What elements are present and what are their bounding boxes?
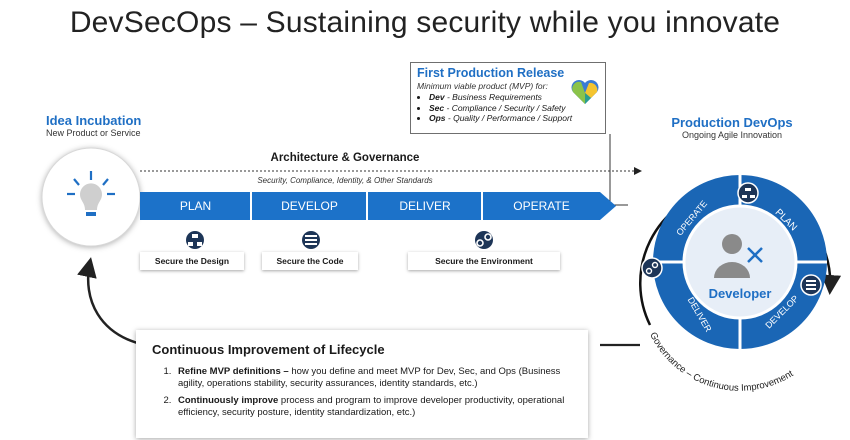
production-devops-subtitle: Ongoing Agile Innovation bbox=[681, 130, 783, 140]
architecture-label: Architecture & Governance bbox=[200, 152, 490, 164]
mvp-item-ops: Ops - Quality / Performance / Support bbox=[429, 113, 599, 124]
mvp-item-dev: Dev - Business Requirements bbox=[429, 92, 599, 103]
return-arrow bbox=[77, 257, 146, 347]
secure-environment-box: Secure the Environment bbox=[408, 252, 560, 270]
first-release-title: First Production Release bbox=[417, 66, 565, 80]
idea-incubation-subtitle: New Product or Service bbox=[46, 128, 141, 138]
phase-develop: DEVELOP bbox=[281, 199, 338, 213]
page-title: DevSecOps – Sustaining security while yo… bbox=[69, 6, 781, 39]
architecture-subtitle: Security, Compliance, Identity, & Other … bbox=[257, 176, 433, 185]
mvp-intro: Minimum viable product (MVP) for: bbox=[417, 81, 548, 91]
environment-icon bbox=[475, 231, 493, 249]
improvement-item: Refine MVP definitions – how you define … bbox=[174, 366, 574, 389]
phase-arrow-bar bbox=[140, 192, 616, 220]
developer-circle bbox=[682, 204, 798, 320]
developer-icon bbox=[714, 234, 763, 278]
mvp-item-sec: Sec - Compliance / Security / Safety bbox=[429, 103, 599, 114]
operate-ring-icon bbox=[641, 257, 663, 279]
mvp-list: Dev - Business Requirements Sec - Compli… bbox=[417, 92, 599, 124]
phase-deliver: DELIVER bbox=[399, 199, 451, 213]
improvement-list: Refine MVP definitions – how you define … bbox=[152, 366, 574, 418]
devops-cycle: PLAN DEVELOP DELIVER OPERATE Developer G… bbox=[639, 175, 842, 394]
idea-incubation-title: Idea Incubation bbox=[46, 113, 142, 128]
first-release-box: First Production Release Minimum viable … bbox=[410, 62, 606, 134]
heart-icon bbox=[571, 80, 599, 104]
code-icon bbox=[302, 231, 320, 249]
secure-design-box: Secure the Design bbox=[140, 252, 244, 270]
phase-plan: PLAN bbox=[179, 199, 212, 213]
plan-ring-icon bbox=[737, 182, 759, 204]
continuous-improvement-box: Continuous Improvement of Lifecycle Refi… bbox=[136, 330, 588, 438]
improvement-item: Continuously improve process and program… bbox=[174, 395, 574, 418]
continuous-improvement-title: Continuous Improvement of Lifecycle bbox=[152, 342, 385, 357]
design-icon bbox=[186, 231, 204, 249]
architecture-title: Architecture & Governance bbox=[270, 152, 420, 164]
phase-operate: OPERATE bbox=[513, 199, 570, 213]
production-devops-label: Production DevOps Ongoing Agile Innovati… bbox=[664, 115, 800, 140]
developer-label: Developer bbox=[709, 286, 772, 301]
idea-incubation-label: Idea Incubation New Product or Service bbox=[46, 113, 141, 138]
secure-code-box: Secure the Code bbox=[262, 252, 358, 270]
production-devops-title: Production DevOps bbox=[671, 115, 793, 130]
lightbulb-icon bbox=[67, 171, 115, 216]
